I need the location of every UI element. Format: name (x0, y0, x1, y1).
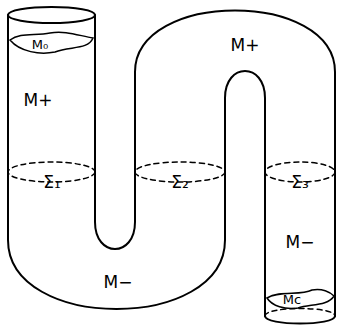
surface-label: Σ₁ (43, 174, 61, 191)
surface-label: Σ₂ (171, 174, 189, 191)
region-label: M+ (24, 92, 53, 109)
boundary-label: Mc (283, 293, 301, 306)
region-label: M+ (231, 37, 260, 54)
surface-label: Σ₃ (291, 174, 309, 191)
region-label: M− (104, 274, 133, 291)
region-label: M− (286, 234, 315, 251)
boundary-label: M₀ (32, 38, 48, 51)
